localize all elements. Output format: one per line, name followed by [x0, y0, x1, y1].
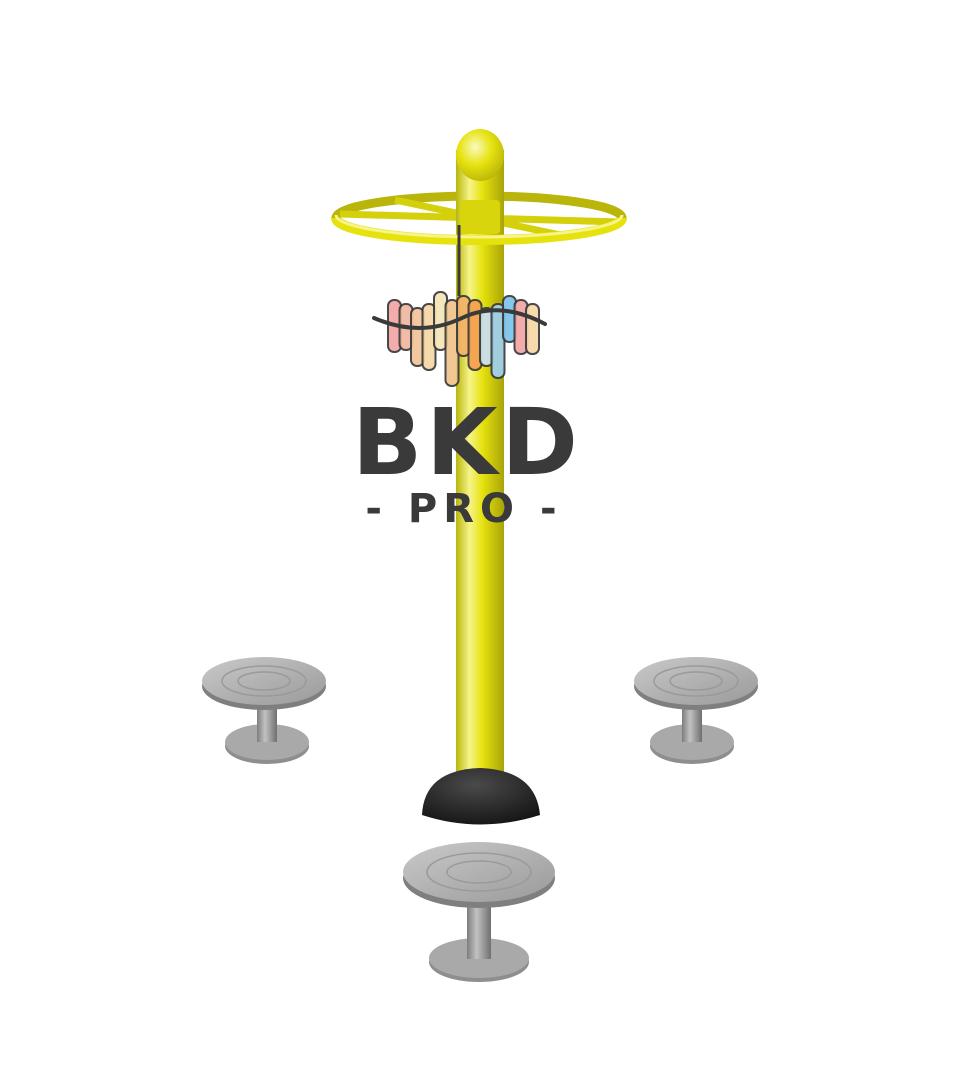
wind-chime-logo-icon — [372, 225, 547, 387]
watermark-sub: - PRO - — [365, 486, 562, 532]
handle-ring-front — [331, 216, 627, 245]
chime-string — [372, 308, 547, 330]
main-pole — [331, 129, 627, 790]
watermark-brand: BKD — [352, 389, 582, 496]
stool-right — [634, 657, 758, 764]
chime-bar — [525, 303, 540, 355]
stool-front — [403, 842, 555, 982]
watermark: BKD - PRO - — [352, 225, 582, 532]
pole-cap — [456, 129, 504, 181]
stool-left — [202, 657, 326, 764]
pole-base — [422, 768, 540, 825]
